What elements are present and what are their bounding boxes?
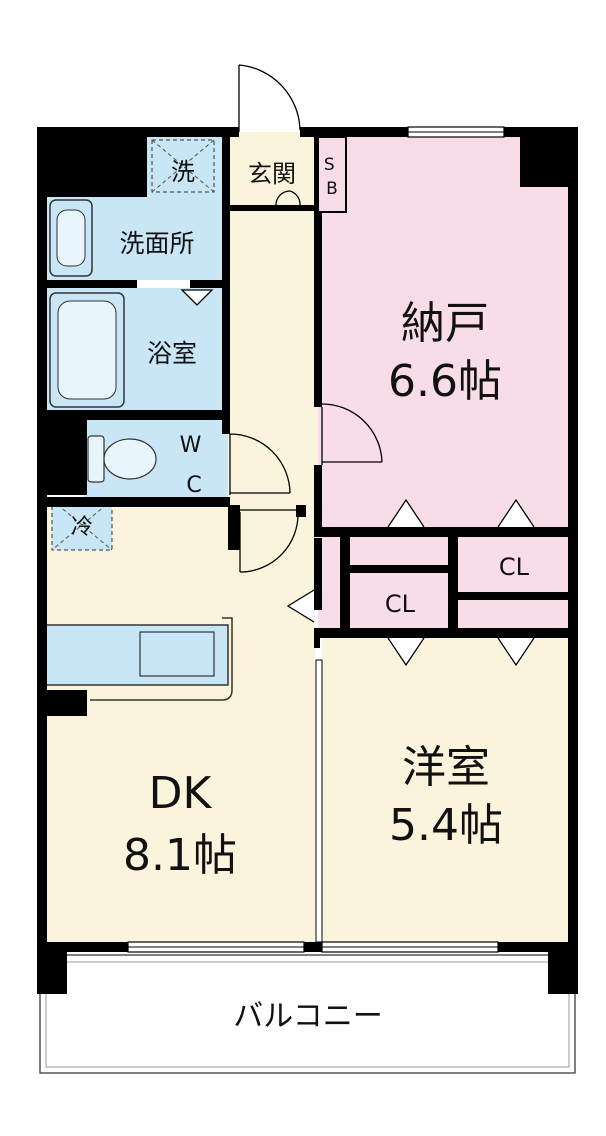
closet-area-floor (318, 532, 573, 632)
western-room-size: 5.4帖 (389, 800, 503, 851)
toilet-bowl (103, 438, 157, 480)
storeroom-floor (318, 132, 573, 532)
laundry-pan (151, 139, 215, 193)
entrance-label: 玄関 (248, 160, 296, 188)
entrance-floor (228, 132, 318, 212)
doors (180, 64, 535, 667)
walls (37, 127, 578, 994)
toilet-label: W C (180, 433, 209, 498)
fridge-label: 冷 (71, 515, 93, 540)
shoebox-label: S B (324, 155, 340, 199)
dk-floor (45, 508, 315, 948)
hallway-floor (228, 212, 318, 512)
balcony-label: バルコニー (233, 999, 382, 1034)
windows (127, 126, 505, 953)
bathroom-label: 浴室 (147, 339, 197, 368)
toilet-tank (87, 435, 105, 483)
washroom-label: 洗面所 (119, 229, 194, 258)
closet-upper-label: CL (499, 553, 530, 581)
storeroom-label: 納戸 (401, 298, 489, 349)
storeroom-size: 6.6帖 (388, 356, 502, 407)
dk-label: DK (149, 768, 213, 819)
western-room-floor (322, 636, 573, 948)
kitchen-sink (139, 631, 215, 677)
dk-size: 8.1帖 (123, 830, 237, 881)
balcony-rail (45, 961, 570, 1068)
laundry-label: 洗 (171, 158, 195, 186)
closet-lower-label: CL (385, 590, 416, 618)
western-room-label: 洋室 (402, 742, 490, 793)
balcony-floor (39, 954, 576, 1074)
